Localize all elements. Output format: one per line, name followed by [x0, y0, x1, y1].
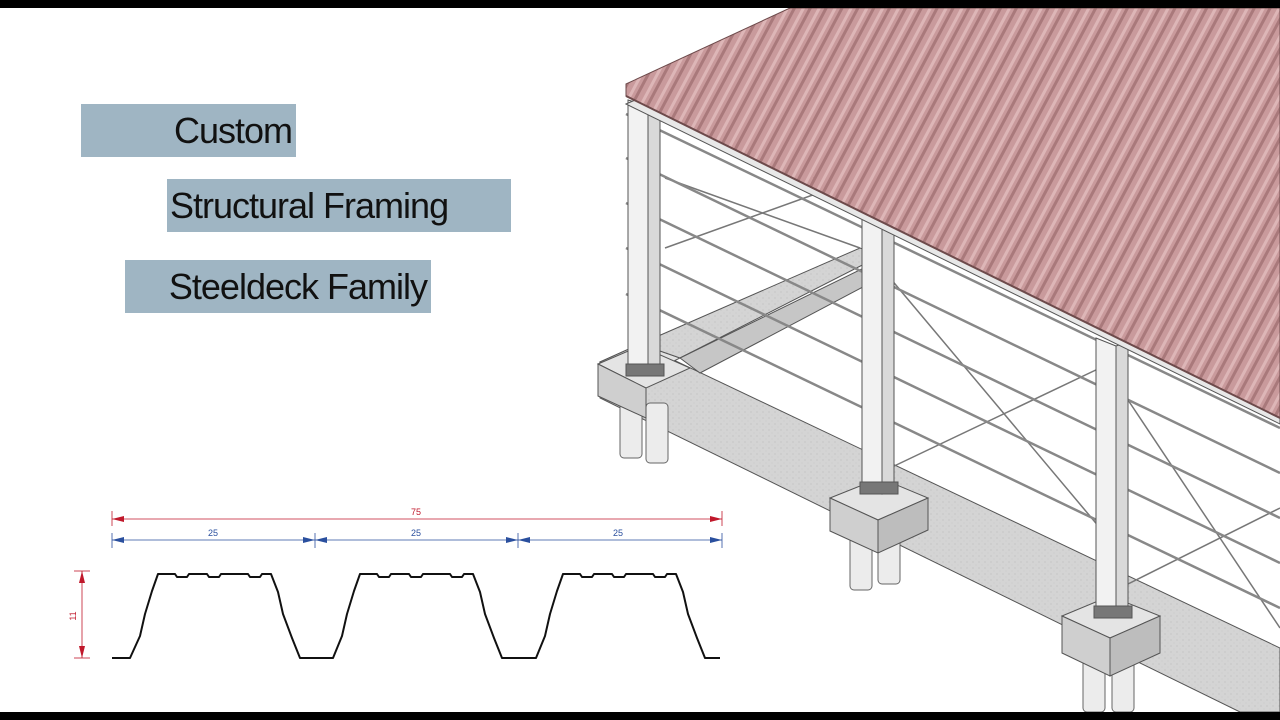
- title-structural-framing: Structural Framing: [167, 179, 511, 232]
- video-frame: Custom Structural Framing Steeldeck Fami…: [0, 8, 1280, 712]
- height-dimension-label: 11: [68, 611, 78, 620]
- roof-deck: [625, 8, 1280, 419]
- title-steeldeck-family: Steeldeck Family: [125, 260, 431, 313]
- title-custom-text: Custom: [173, 109, 293, 151]
- girts: [625, 112, 1280, 610]
- title-custom: Custom: [81, 104, 296, 157]
- overall-dimension: 75: [111, 507, 723, 526]
- rib-dimensions: 25 25 25: [111, 528, 723, 548]
- deck-profile-drawing: 75 25 25 25 11: [68, 507, 723, 659]
- roof-edge: [625, 95, 1280, 419]
- overall-dimension-label: 75: [411, 507, 421, 517]
- deck-profile-line: [112, 573, 720, 659]
- rib-dimension-label-3: 25: [613, 528, 623, 538]
- rib-dimension-label-2: 25: [411, 528, 421, 538]
- title-structural-framing-text: Structural Framing: [170, 184, 449, 226]
- height-dimension: 11: [68, 570, 90, 659]
- structure-illustration: [596, 8, 1280, 712]
- columns: [625, 99, 1133, 619]
- rib-dimension-label-1: 25: [208, 528, 218, 538]
- title-steeldeck-family-text: Steeldeck Family: [168, 265, 428, 307]
